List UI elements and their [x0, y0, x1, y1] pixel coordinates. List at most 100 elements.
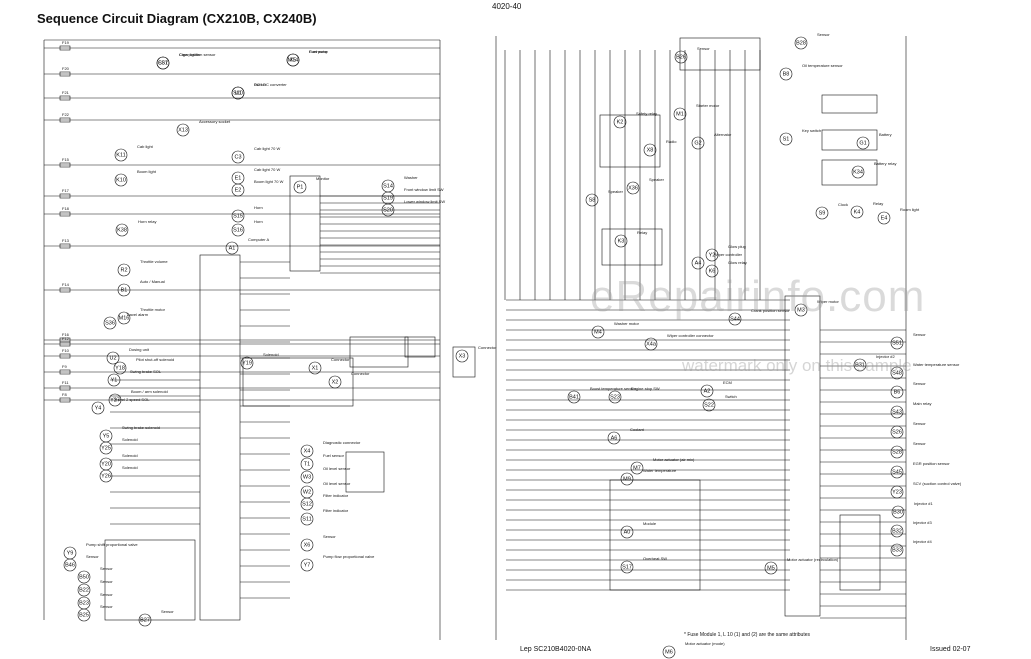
- component-name: Fuel pump: [309, 49, 329, 54]
- component-symbol: [113, 361, 127, 375]
- component-id: A6: [611, 435, 618, 441]
- component-symbol: [794, 303, 808, 317]
- fuse-label: F9: [62, 364, 67, 369]
- component-name: Sensor: [100, 579, 113, 584]
- component-name: Starter motor: [696, 103, 720, 108]
- component-name: Oil level sensor: [323, 481, 351, 486]
- component-box: [452, 346, 476, 378]
- component-id: S23: [610, 394, 620, 400]
- component-id: S1: [783, 136, 790, 142]
- component-id: S36: [105, 320, 115, 326]
- component-id: S10: [233, 90, 243, 96]
- component-name: Injector #4: [913, 539, 932, 544]
- component-id: E1: [235, 175, 242, 181]
- component-box: [289, 175, 321, 272]
- component-name: Accessory socket: [199, 119, 231, 124]
- component-symbol: [643, 143, 657, 157]
- fuse-label: F15: [62, 157, 70, 162]
- component-name: Connector: [478, 345, 497, 350]
- component-name: Horn relay: [138, 219, 156, 224]
- component-name: Cigar lighter: [179, 52, 201, 57]
- component-symbol: [620, 560, 634, 574]
- component-name: Diagnostic connector: [323, 440, 361, 445]
- component-id: Y9: [67, 550, 74, 556]
- component-name: SCV (suction control valve): [913, 481, 962, 486]
- component-name: Motor actuator (air mix): [653, 457, 695, 462]
- component-box: [839, 514, 881, 591]
- component-id: X13: [178, 127, 188, 133]
- component-symbol: [99, 441, 113, 455]
- component-name: Sensor: [323, 534, 336, 539]
- page-title: Sequence Circuit Diagram (CX210B, CX240B…: [37, 11, 317, 26]
- component-symbol: [99, 469, 113, 483]
- fuse-symbol: [59, 287, 71, 293]
- component-name: Sensor: [913, 332, 926, 337]
- fuse-symbol: [59, 353, 71, 359]
- component-name: Swing brake solenoid: [122, 425, 160, 430]
- component-name: Monitor: [316, 176, 330, 181]
- component-id: S17: [622, 564, 632, 570]
- component-name: Speaker: [608, 189, 624, 194]
- component-name: Wiper motor: [817, 299, 839, 304]
- component-id: B31: [855, 362, 865, 368]
- component-name: Oil level sensor: [323, 466, 351, 471]
- component-id: K34: [853, 169, 863, 175]
- component-id: S16: [233, 227, 243, 233]
- component-symbol: [674, 50, 688, 64]
- component-name: Glow plug: [728, 244, 746, 249]
- component-name: Filter indicator: [323, 493, 349, 498]
- component-id: Y1: [111, 377, 118, 383]
- component-id: X3: [459, 353, 466, 359]
- component-id: G2: [694, 140, 701, 146]
- component-name: Radio: [666, 139, 677, 144]
- component-name: Connector: [331, 357, 350, 362]
- fuse-symbol: [59, 95, 71, 101]
- component-symbol: [607, 431, 621, 445]
- component-box: [104, 539, 196, 621]
- issued-date: Issued 02-07: [930, 646, 971, 653]
- component-name: Glow relay: [728, 260, 747, 265]
- component-name: Computer A: [248, 237, 269, 242]
- component-name: Horn: [254, 205, 263, 210]
- component-name: Oil temperature sensor: [802, 63, 843, 68]
- component-id: K4: [854, 209, 861, 215]
- component-id: X8: [647, 147, 654, 153]
- component-name: Boom light: [137, 169, 157, 174]
- component-id: Y7: [304, 562, 311, 568]
- component-name: Injector #2: [876, 354, 895, 359]
- component-id: M6: [665, 649, 673, 655]
- component-symbol: [176, 123, 190, 137]
- component-id: X2: [332, 379, 339, 385]
- component-symbol: [613, 115, 627, 129]
- component-symbol: [117, 263, 131, 277]
- component-symbol: [106, 351, 120, 365]
- component-name: Wiper controller: [714, 252, 743, 257]
- component-name: Wiper controller connector: [667, 333, 714, 338]
- component-name: Switch: [254, 82, 266, 87]
- component-symbol: [114, 148, 128, 162]
- component-name: EGR position sensor: [913, 461, 950, 466]
- fuse-label: F14: [62, 282, 70, 287]
- fuse-label: F19: [62, 40, 70, 45]
- component-name: Crank position sensor: [751, 308, 790, 313]
- component-symbol: [890, 336, 904, 350]
- component-id: X36: [628, 185, 638, 191]
- component-id: Y20: [101, 461, 111, 467]
- component-symbol: [890, 385, 904, 399]
- component-id: K2: [617, 119, 624, 125]
- component-name: Coolant: [630, 427, 645, 432]
- component-id: K6: [709, 268, 716, 274]
- component-symbol: [620, 472, 634, 486]
- component-name: Sensor: [161, 609, 174, 614]
- component-id: S28: [892, 449, 902, 455]
- component-id: X4: [304, 448, 311, 454]
- fuse-symbol: [59, 211, 71, 217]
- component-id: B33: [892, 547, 902, 553]
- component-id: B26: [676, 54, 686, 60]
- component-symbol: [240, 356, 254, 370]
- component-id: M5: [767, 565, 775, 571]
- component-id: X1: [312, 365, 319, 371]
- component-box: [821, 129, 878, 151]
- component-id: M3: [797, 307, 805, 313]
- component-name: Lower window limit SW: [404, 199, 445, 204]
